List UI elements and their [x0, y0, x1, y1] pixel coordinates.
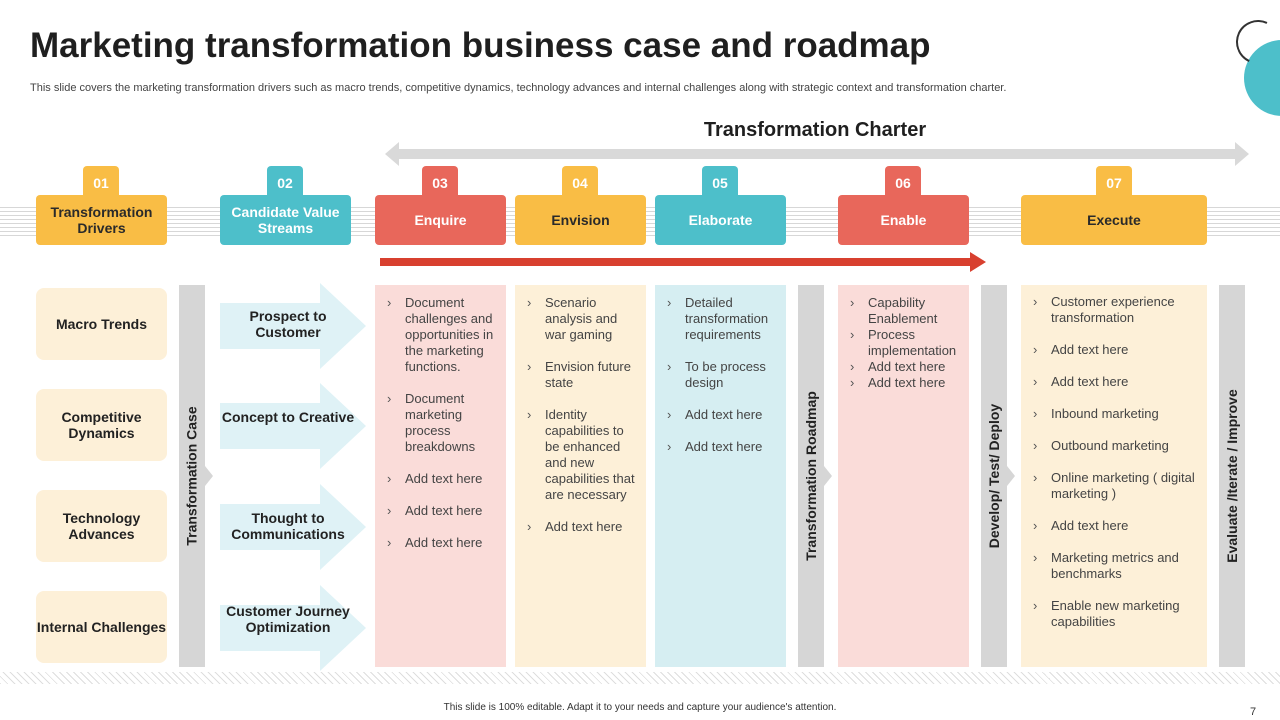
phase-label-enquire: Enquire	[375, 195, 506, 245]
list-item: Add text here	[387, 503, 496, 519]
list-item: Add text here	[1033, 374, 1197, 390]
list-item: Document marketing process breakdowns	[387, 391, 496, 455]
phase-number-07: 07	[1096, 166, 1132, 200]
driver-macro-trends: Macro Trends	[36, 288, 167, 360]
phase-number-02: 02	[267, 166, 303, 200]
case-bar-chevron	[205, 466, 213, 486]
phase-number-04: 04	[562, 166, 598, 200]
transformation-roadmap-label: Transformation Roadmap	[803, 391, 819, 561]
develop-test-deploy-bar	[981, 285, 1007, 667]
roadmap-bar-chevron	[824, 466, 832, 486]
value-stream-arrow-4	[220, 585, 366, 671]
value-stream-arrow-1	[220, 283, 366, 369]
phase-label-enable: Enable	[838, 195, 969, 245]
value-stream-arrow-2	[220, 383, 366, 469]
phase-label-elaborate: Elaborate	[655, 195, 786, 245]
phase-number-03: 03	[422, 166, 458, 200]
value-stream-customer-journey-optimization: Customer Journey Optimization	[226, 603, 350, 635]
list-item: To be process design	[667, 359, 776, 391]
phase-label-candidate-value-streams: Candidate Value Streams	[220, 195, 351, 245]
driver-technology-advances: Technology Advances	[36, 490, 167, 562]
panel-elaborate: Detailed transformation requirements To …	[655, 285, 786, 667]
page-subtitle: This slide covers the marketing transfor…	[30, 82, 1007, 94]
list-item: Process implementation	[850, 327, 959, 359]
evaluate-iterate-improve-bar	[1219, 285, 1245, 667]
value-stream-concept-to-creative: Concept to Creative	[221, 409, 355, 425]
charter-title: Transformation Charter	[703, 119, 927, 141]
transformation-case-label: Transformation Case	[184, 406, 201, 546]
roadmap-progress-arrow	[380, 252, 986, 272]
value-stream-thought-to-communications: Thought to Communications	[231, 510, 345, 542]
develop-test-deploy-label: Develop/ Test/ Deploy	[986, 403, 1003, 549]
page-number: 7	[1250, 706, 1257, 718]
panel-execute: Customer experience transformation Add t…	[1021, 285, 1207, 667]
list-item: Add text here	[1033, 518, 1197, 534]
footer-stripes	[0, 672, 1280, 684]
footer-note: This slide is 100% editable. Adapt it to…	[443, 702, 837, 713]
panel-enquire: Document challenges and opportunities in…	[375, 285, 506, 667]
value-stream-prospect-to-customer: Prospect to Customer	[249, 308, 327, 340]
list-item: Add text here	[1033, 342, 1197, 358]
transformation-roadmap-bar	[798, 285, 824, 667]
phase-label-execute: Execute	[1021, 195, 1207, 245]
phase-number-01: 01	[83, 166, 119, 200]
list-item: Identity capabilities to be enhanced and…	[527, 407, 636, 503]
page-title: Marketing transformation business case a…	[30, 26, 931, 65]
list-item: Add text here	[387, 535, 496, 551]
driver-internal-challenges: Internal Challenges	[36, 591, 167, 663]
panel-enable: Capability Enablement Process implementa…	[838, 285, 969, 667]
list-item: Envision future state	[527, 359, 636, 391]
list-item: Enable new marketing capabilities	[1033, 598, 1197, 630]
list-item: Detailed transformation requirements	[667, 295, 776, 343]
list-item: Add text here	[667, 439, 776, 455]
list-item: Scenario analysis and war gaming	[527, 295, 636, 343]
list-item: Capability Enablement	[850, 295, 959, 327]
driver-competitive-dynamics: Competitive Dynamics	[36, 389, 167, 461]
charter-double-arrow	[385, 142, 1249, 166]
list-item: Add text here	[850, 375, 959, 391]
evaluate-iterate-improve-label: Evaluate /Iterate / Improve	[1224, 389, 1240, 563]
list-item: Outbound marketing	[1033, 438, 1197, 454]
list-item: Add text here	[387, 471, 496, 487]
panel-envision: Scenario analysis and war gaming Envisio…	[515, 285, 646, 667]
transformation-case-bar	[179, 285, 205, 667]
list-item: Add text here	[850, 359, 959, 375]
phase-label-envision: Envision	[515, 195, 646, 245]
list-item: Add text here	[667, 407, 776, 423]
list-item: Add text here	[527, 519, 636, 535]
phase-label-transformation-drivers: Transformation Drivers	[36, 195, 167, 245]
list-item: Customer experience transformation	[1033, 294, 1197, 326]
list-item: Document challenges and opportunities in…	[387, 295, 496, 375]
phase-number-06: 06	[885, 166, 921, 200]
phase-number-05: 05	[702, 166, 738, 200]
list-item: Marketing metrics and benchmarks	[1033, 550, 1197, 582]
list-item: Online marketing ( digital marketing )	[1033, 470, 1197, 502]
value-stream-arrow-3	[220, 484, 366, 570]
deploy-bar-chevron	[1007, 466, 1015, 486]
list-item: Inbound marketing	[1033, 406, 1197, 422]
